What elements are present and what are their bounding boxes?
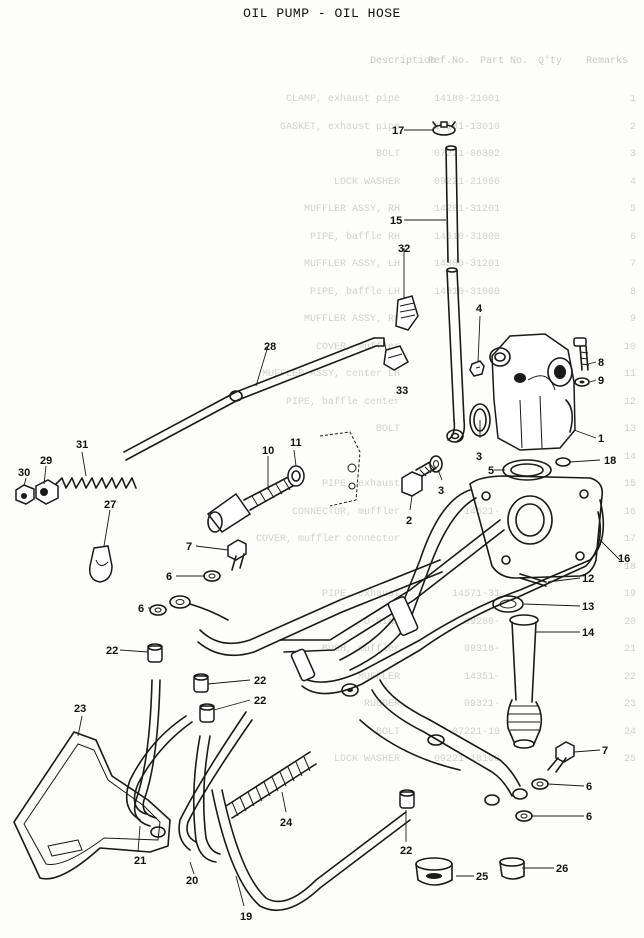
bleed-header-part: Part No.: [480, 56, 529, 67]
callout-2: 2: [406, 515, 412, 527]
callout-13: 13: [582, 601, 594, 613]
grommet-26: [499, 857, 525, 880]
washer-9: [574, 377, 590, 387]
callout-17: 17: [392, 125, 404, 137]
callout-4: 4: [476, 303, 483, 315]
callout-10: 10: [262, 445, 274, 457]
spring-protector-24: [225, 751, 317, 819]
hose-15: [445, 145, 466, 443]
callout-19: 19: [240, 911, 252, 923]
callout-29: 29: [40, 455, 52, 467]
adjuster-29: [35, 479, 59, 505]
bleed-through-header: Ref.No. Part No. Description Q'ty Remark…: [370, 56, 644, 70]
callout-6-d: 6: [586, 811, 592, 823]
washer-13: [492, 595, 524, 613]
callout-6-c: 6: [586, 781, 592, 793]
cap-22-c: [199, 703, 215, 723]
callout-15: 15: [390, 215, 402, 227]
callout-21: 21: [134, 855, 146, 867]
callout-11: 11: [290, 437, 302, 449]
grommet-32: [395, 295, 419, 331]
nut-30: [15, 484, 35, 505]
callout-26: 26: [556, 863, 568, 875]
collar-11: [287, 465, 305, 487]
callout-33: 33: [396, 385, 408, 397]
bleed-header-ref: Ref.No.: [428, 56, 471, 67]
hose-19: [211, 789, 411, 912]
bleed-header-desc: Description: [370, 56, 437, 67]
callout-12: 12: [582, 573, 594, 585]
bracket-outline: [319, 431, 361, 507]
callout-22-a: 22: [106, 645, 118, 657]
tank-bracket-23: [13, 731, 171, 880]
ring-18: [555, 457, 571, 467]
callout-5: 5: [488, 465, 494, 477]
callout-7-b: 7: [602, 745, 608, 757]
bleed-header-qty: Q'ty: [538, 56, 563, 67]
callout-23: 23: [74, 703, 86, 715]
screw-8: [573, 337, 590, 371]
callout-3-b: 3: [438, 485, 444, 497]
bolt-7-a: [227, 539, 247, 571]
callout-3-a: 3: [476, 451, 482, 463]
washer-6-d: [515, 810, 533, 822]
callout-8: 8: [598, 357, 604, 369]
link-rod-10: [206, 473, 301, 534]
callout-28: 28: [264, 341, 276, 353]
spring-31: [55, 477, 137, 489]
clamp-17: [432, 121, 456, 136]
bolt-7-b: [547, 741, 575, 773]
callout-30: 30: [18, 467, 30, 479]
callout-25: 25: [476, 871, 488, 883]
washer-6-c: [531, 778, 549, 790]
cap-22-b: [193, 673, 209, 693]
cap-22-a: [147, 643, 163, 663]
diagram-title: OIL PUMP - OIL HOSE: [243, 6, 401, 21]
callout-16: 16: [618, 553, 630, 565]
cap-22-d: [399, 789, 415, 809]
callout-14: 14: [582, 627, 595, 639]
callout-7-a: 7: [186, 541, 192, 553]
callout-31: 31: [76, 439, 88, 451]
washer-6-b: [149, 604, 167, 616]
hose-21: [125, 679, 193, 827]
callout-6-a: 6: [166, 571, 172, 583]
banjo-bolt-4: [469, 360, 485, 377]
callout-22-d: 22: [400, 845, 412, 857]
callout-24: 24: [280, 817, 293, 829]
callouts: 17 15 32 4 33 28 8 9 1 18 3 3 5 2 16 12 …: [18, 125, 630, 923]
bleed-header-remarks: Remarks: [586, 56, 629, 67]
oil-line-assembly-16: [169, 475, 605, 806]
grommet-33: [383, 345, 409, 371]
callout-22-b: 22: [254, 675, 266, 687]
hose-20: [178, 711, 253, 863]
grommet-25: [415, 857, 453, 886]
clip-27: [88, 545, 113, 583]
pin-12: [519, 573, 547, 587]
bolt-2: [401, 461, 437, 497]
leader-lines: [23, 129, 621, 907]
callout-20: 20: [186, 875, 198, 887]
callout-22-c: 22: [254, 695, 266, 707]
callout-1: 1: [598, 433, 604, 445]
drive-shaft-14: [506, 614, 543, 749]
oil-pump-1: [489, 333, 576, 451]
washer-6-a: [203, 570, 221, 582]
callout-6-b: 6: [138, 603, 144, 615]
callout-27: 27: [104, 499, 116, 511]
callout-9: 9: [598, 375, 604, 387]
callout-32: 32: [398, 243, 410, 255]
callout-18: 18: [604, 455, 616, 467]
control-cable-28: [123, 337, 385, 461]
